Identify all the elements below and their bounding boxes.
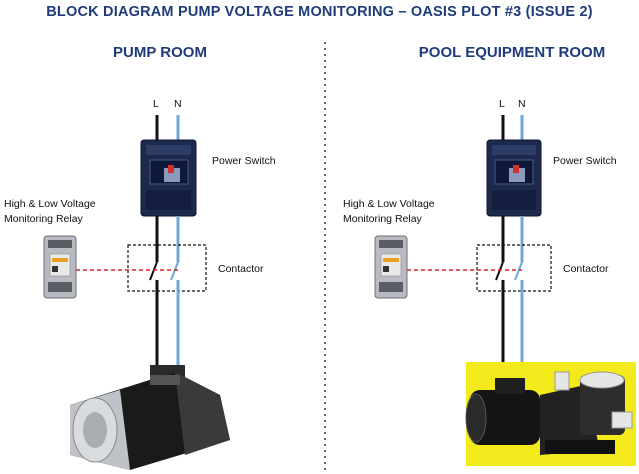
line-label: L [499,98,505,110]
neutral-label: N [518,98,526,110]
contactor-neutral-contact [170,261,179,281]
relay-label-line2: Monitoring Relay [343,213,422,225]
contactor-box [127,244,207,292]
contactor-label: Contactor [563,263,609,275]
pump-room-diagram [43,115,230,470]
power-switch-icon [486,139,542,217]
pool-pump-icon [465,362,636,466]
relay-label-line2: Monitoring Relay [4,213,83,225]
contactor-box [476,244,552,292]
relay-label-line1: High & Low Voltage [343,198,435,210]
line-label: L [153,98,159,110]
contactor-live-contact [495,261,504,281]
pool-equipment-room-title: POOL EQUIPMENT ROOM [418,44,606,61]
power-switch-label: Power Switch [212,155,276,167]
voltage-relay-icon [374,235,408,299]
voltage-relay-icon [43,235,77,299]
pump-room-title: PUMP ROOM [113,44,207,61]
diagram-title: BLOCK DIAGRAM PUMP VOLTAGE MONITORING – … [46,4,593,20]
power-switch-icon [140,139,197,217]
contactor-live-contact [149,261,158,281]
contactor-label: Contactor [218,263,264,275]
contactor-neutral-contact [514,261,523,281]
neutral-label: N [174,98,182,110]
power-switch-label: Power Switch [553,155,617,167]
relay-label-line1: High & Low Voltage [4,198,96,210]
pump-icon [70,365,230,470]
pool-equipment-room-diagram [374,115,636,466]
